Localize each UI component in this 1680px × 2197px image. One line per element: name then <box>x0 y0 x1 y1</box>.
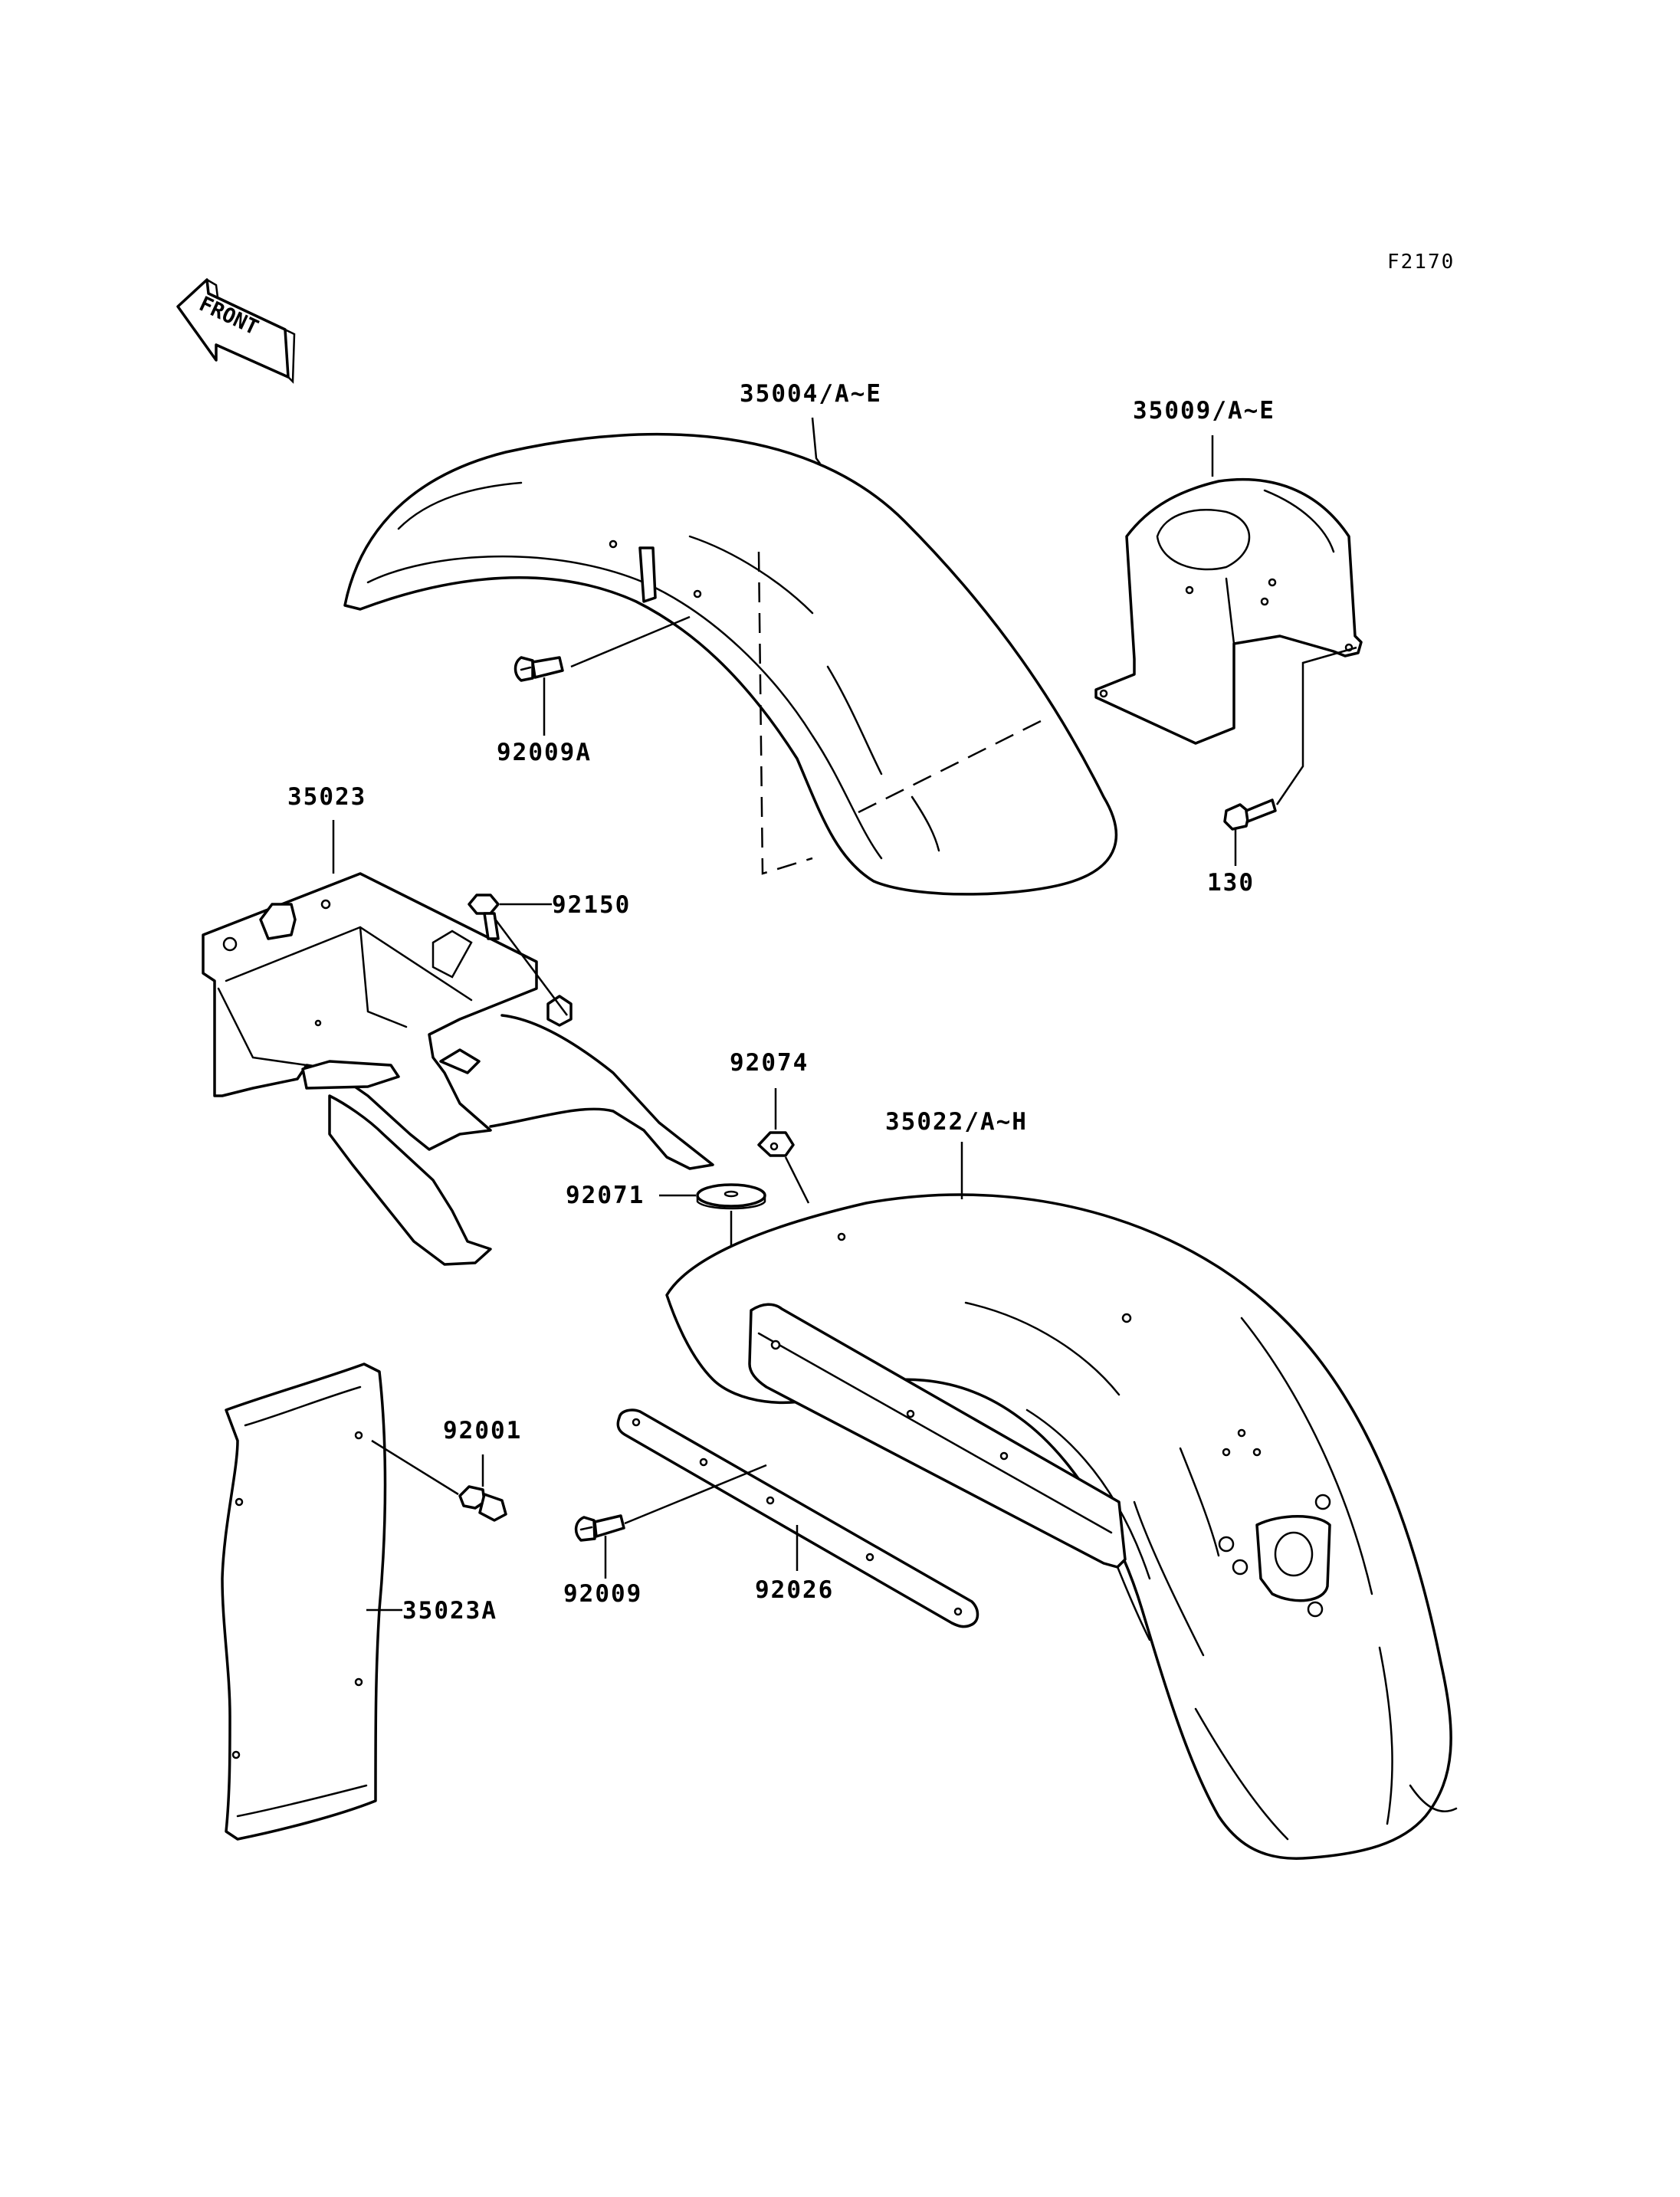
bolt-92150 <box>468 894 569 1016</box>
cushion-92071 <box>659 1183 766 1245</box>
front-fender <box>343 432 1118 896</box>
rear-fender <box>665 1193 1458 1860</box>
bolt-130 <box>1223 646 1357 866</box>
rear-fender-frame <box>202 872 714 1266</box>
strip-92026 <box>616 1408 979 1628</box>
callout-bolt-130: 130 <box>1207 869 1255 897</box>
callout-cushion-92074: 92074 <box>730 1049 809 1077</box>
front-direction-arrow: FRONT <box>176 278 296 384</box>
bolt-92009 <box>574 1464 767 1579</box>
cushion-92074 <box>757 1088 810 1204</box>
callout-bolt-92009A: 92009A <box>497 739 592 766</box>
callout-cushion-92071: 92071 <box>566 1182 645 1209</box>
callout-flap-bolt-92001: 92001 <box>443 1417 522 1444</box>
callout-bolt-92009: 92009 <box>563 1580 642 1608</box>
callout-bolt-92150: 92150 <box>552 891 631 919</box>
callout-rear-fender: 35022/A~H <box>885 1108 1028 1136</box>
callout-strip-92026: 92026 <box>755 1576 834 1604</box>
figure-code: F2170 <box>1387 251 1455 274</box>
callout-rear-fender-frame: 35023 <box>287 783 366 811</box>
callout-front-fender: 35004/A~E <box>740 380 882 408</box>
front-fender-bracket <box>1094 477 1363 745</box>
inner-flap <box>221 1362 402 1841</box>
flap-bolt-92001 <box>371 1439 507 1522</box>
bolt-92009A <box>514 615 691 736</box>
callout-inner-flap: 35023A <box>402 1597 497 1625</box>
callout-front-fender-bracket: 35009/A~E <box>1133 397 1275 425</box>
